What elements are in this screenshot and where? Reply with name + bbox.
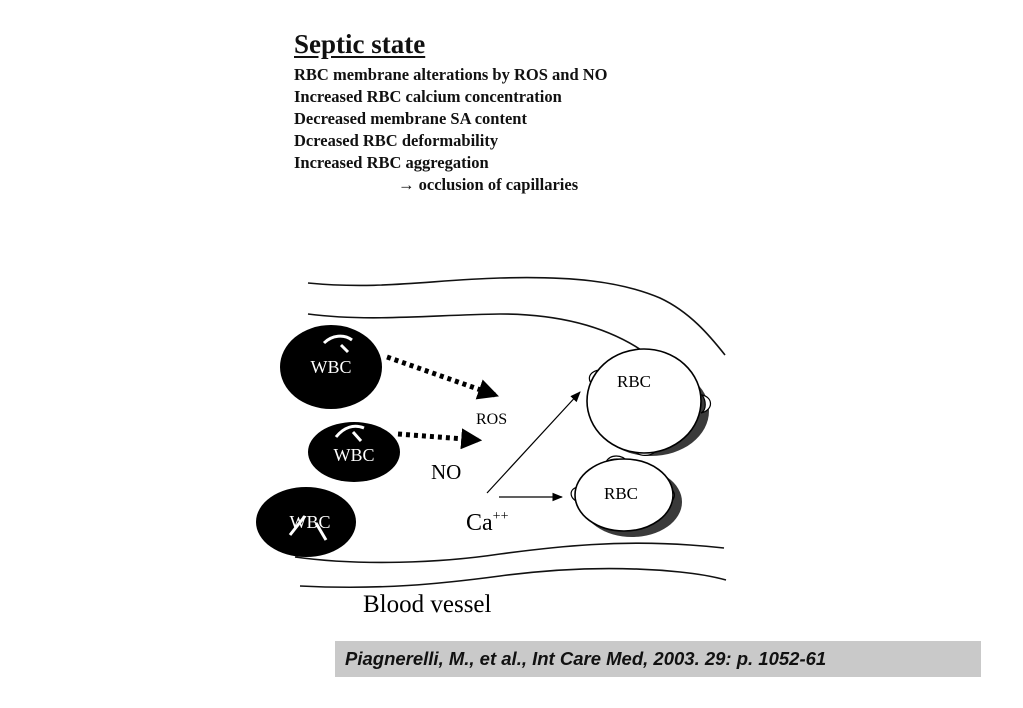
- finding-item: Decreased membrane SA content: [294, 109, 527, 128]
- calcium-symbol: Ca: [466, 510, 493, 536]
- finding-item: Increased RBC aggregation: [294, 153, 489, 172]
- wbc-cell-1: WBC: [280, 325, 382, 409]
- vessel-wall-bottom: [294, 542, 727, 589]
- rbc-cell-upper: RBC: [586, 348, 712, 456]
- wbc-label: WBC: [310, 357, 351, 377]
- calcium-label: Ca++: [466, 509, 509, 536]
- rbc-label: RBC: [617, 372, 651, 391]
- rbc-cell-lower: RBC: [570, 455, 682, 537]
- finding-item: Dcreased RBC deformability: [294, 131, 499, 150]
- vessel-label: Blood vessel: [363, 591, 492, 618]
- calcium-arrow-upper: [486, 391, 581, 494]
- wbc-label: WBC: [333, 445, 374, 465]
- finding-item: RBC membrane alterations by ROS and NO: [294, 65, 608, 84]
- header: Septic state RBC membrane alterations by…: [294, 28, 754, 196]
- calcium-charge: ++: [493, 509, 509, 524]
- wbc-cell-3: WBC: [256, 487, 356, 557]
- findings-list: RBC membrane alterations by ROS and NO I…: [294, 64, 754, 174]
- rbc-label: RBC: [604, 484, 638, 503]
- citation-box: Piagnerelli, M., et al., Int Care Med, 2…: [335, 641, 981, 677]
- finding-item: Increased RBC calcium concentration: [294, 87, 562, 106]
- no-dotted-arrow: [397, 428, 483, 450]
- ros-label: ROS: [476, 411, 507, 428]
- ros-dotted-arrow: [386, 354, 499, 400]
- slide-title: Septic state: [294, 29, 426, 59]
- result-line: → occlusion of capillaries: [398, 175, 579, 194]
- no-label: NO: [431, 460, 461, 484]
- wbc-label: WBC: [289, 512, 330, 532]
- wbc-cell-2: WBC: [308, 422, 400, 482]
